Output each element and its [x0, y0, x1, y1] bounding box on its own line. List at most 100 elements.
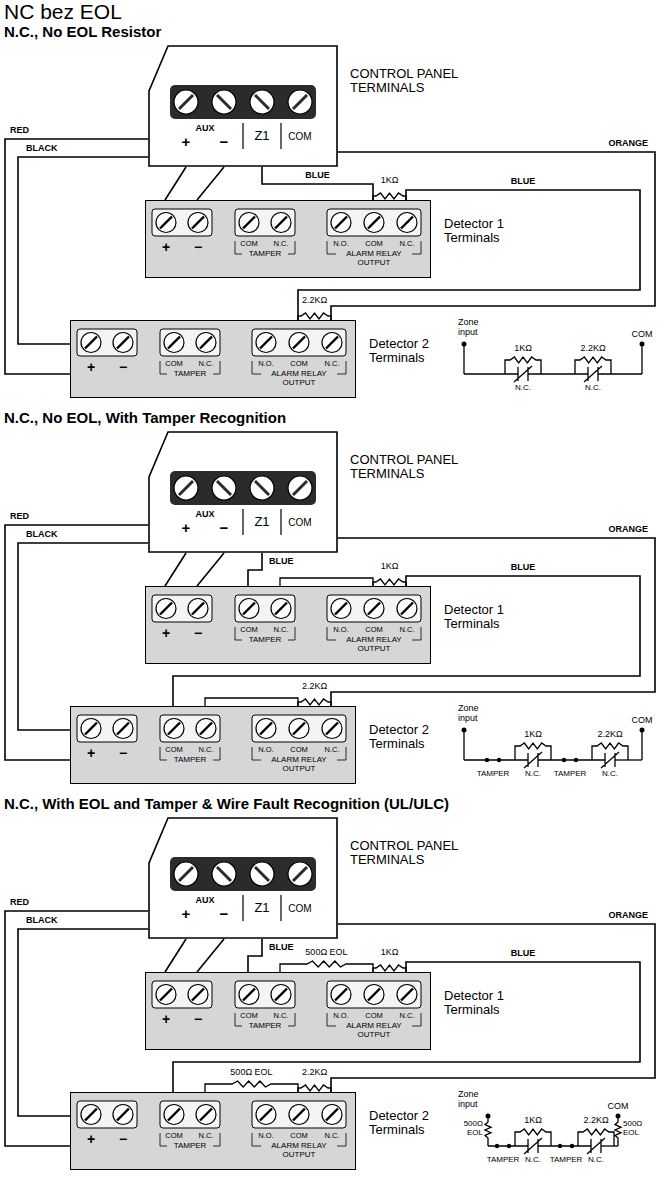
schematic-wire — [538, 759, 605, 760]
terminal-label: + — [174, 906, 198, 923]
terminal-screw — [164, 719, 184, 739]
terminal-screw — [250, 862, 274, 886]
contact-label: N.C. — [602, 770, 618, 779]
terminal-label: − — [111, 746, 135, 761]
terminal-label: − — [212, 906, 236, 923]
wire-color-label: BLACK — [24, 144, 60, 154]
terminal-group — [327, 209, 421, 236]
terminal-label: COM — [284, 1132, 314, 1140]
terminal-label: AUX — [190, 896, 220, 906]
eol-resistor-jumper — [205, 1081, 298, 1092]
resistor-value: 2.2KΩ — [302, 682, 327, 692]
detector-heading: Detector 1 Terminals — [444, 603, 528, 632]
screw-slot — [260, 1109, 272, 1121]
wire — [262, 167, 373, 200]
terminal-screw — [322, 719, 342, 739]
schematic-wire — [463, 344, 464, 374]
terminal-group — [152, 595, 212, 622]
contact-label: N.C. — [525, 770, 541, 779]
zone-input-label: Zone input — [458, 1090, 488, 1110]
terminal-group-label: ALARM RELAY OUTPUT — [338, 1022, 410, 1040]
terminal-strip — [170, 471, 316, 505]
screw-slot — [217, 481, 231, 495]
terminal-label: + — [79, 746, 103, 761]
screw-slot — [85, 1109, 97, 1121]
resistor-value: 2.2KΩ — [302, 296, 327, 306]
resistor-symbol — [575, 357, 611, 374]
screw-slot — [326, 1109, 338, 1121]
eol-resistor-symbol — [485, 1116, 491, 1146]
wire-color-label: BLACK — [24, 530, 60, 540]
terminal-screw — [156, 599, 176, 619]
terminal-screw — [113, 1105, 133, 1125]
terminal-group — [235, 595, 295, 622]
wire-color-label: ORANGE — [606, 911, 650, 921]
wire-color-label: BLUE — [509, 949, 538, 959]
terminal-label: COM — [359, 626, 389, 634]
screw-slot — [293, 337, 305, 349]
terminal-label: + — [174, 134, 198, 151]
schematic-wire — [641, 730, 642, 760]
terminal-label: N.C. — [191, 746, 221, 754]
screw-slot — [117, 1109, 129, 1121]
terminal-label: + — [174, 520, 198, 537]
screw-slot — [179, 95, 193, 109]
terminal-label: AUX — [190, 510, 220, 520]
wire — [248, 553, 262, 586]
terminal-screw — [113, 333, 133, 353]
terminal-screw — [289, 1105, 309, 1125]
terminal-label: N.C. — [392, 1012, 422, 1020]
wire — [165, 553, 186, 586]
resistor-value: 2.2KΩ — [580, 344, 605, 354]
screw-slot — [200, 723, 212, 735]
terminal-strip — [170, 857, 316, 891]
terminal-label: − — [111, 1132, 135, 1147]
screw-slot — [326, 337, 338, 349]
screw-slot — [179, 481, 193, 495]
screw-slot — [117, 337, 129, 349]
screw-slot — [168, 1109, 180, 1121]
terminal-label: N.C. — [266, 626, 296, 634]
contact-label: TAMPER — [550, 1156, 583, 1165]
terminal-group — [77, 715, 137, 742]
terminal-label: + — [154, 240, 178, 255]
terminal-screw — [364, 985, 384, 1005]
wire — [18, 543, 148, 730]
screw-slot — [200, 337, 212, 349]
screw-slot — [275, 217, 287, 229]
resistor-value: 2.2KΩ — [597, 730, 622, 740]
terminal-group — [327, 595, 421, 622]
terminal-group — [327, 981, 421, 1008]
terminal-screw — [288, 862, 312, 886]
terminal-screw — [81, 333, 101, 353]
screw-slot — [117, 723, 129, 735]
terminal-group — [77, 1101, 137, 1128]
terminal-screw — [397, 213, 417, 233]
control-panel: CONTROL PANEL TERMINALSAUX+−Z1COM — [148, 431, 338, 553]
panel-outline — [149, 432, 337, 552]
terminal-label: COM — [359, 240, 389, 248]
terminal-label: N.C. — [191, 1132, 221, 1140]
terminal-strip — [146, 973, 432, 1051]
schematic-wire — [528, 373, 588, 374]
terminal-screw — [331, 213, 351, 233]
schematic-wire — [615, 759, 642, 760]
bracket — [213, 747, 220, 760]
terminal-label: N.C. — [266, 1012, 296, 1020]
terminal-screw — [156, 213, 176, 233]
screw-slot — [401, 603, 413, 615]
screw-slot — [168, 723, 180, 735]
screw-slot — [293, 481, 307, 495]
resistor-symbol — [592, 743, 628, 760]
terminal-screw — [289, 719, 309, 739]
schematic-wire — [598, 373, 642, 374]
terminal-screw — [174, 862, 198, 886]
screw-slot — [255, 867, 269, 881]
terminal-label: N.O. — [326, 626, 356, 634]
wire-color-label: BLUE — [509, 177, 538, 187]
panel-outline — [149, 46, 337, 166]
terminal-label: − — [186, 240, 210, 255]
control-panel: CONTROL PANEL TERMINALSAUX+−Z1COM — [148, 817, 338, 939]
terminal-label: − — [186, 1012, 210, 1027]
screw-slot — [260, 723, 272, 735]
